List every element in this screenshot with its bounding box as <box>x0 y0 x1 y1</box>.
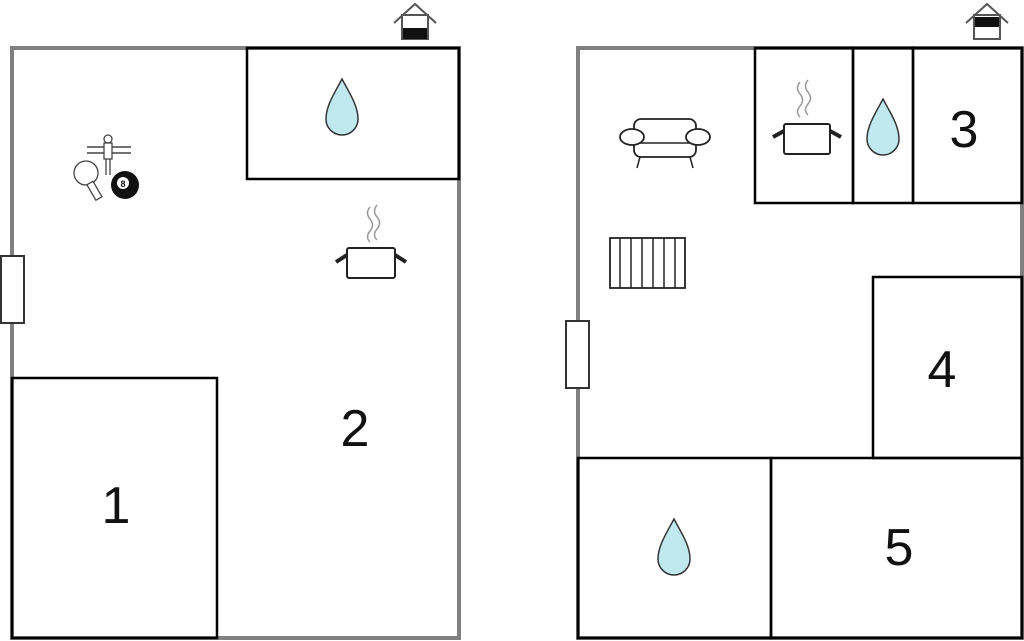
svg-text:8: 8 <box>120 179 125 189</box>
window-icon <box>0 255 25 324</box>
cooking-pot-icon <box>334 204 408 279</box>
floor-1-bathroom <box>245 46 461 181</box>
room-3-label: 3 <box>950 101 979 159</box>
room-1 <box>10 376 219 640</box>
water-drop-icon <box>866 97 900 156</box>
cooking-pot-icon <box>772 79 842 155</box>
window-icon <box>565 320 590 389</box>
water-drop-icon <box>325 77 359 136</box>
table-tennis-icon <box>73 160 103 202</box>
floor-1: 1 2 8 <box>0 2 461 640</box>
billiard-8-ball-icon: 8 <box>111 171 139 199</box>
sofa-icon <box>619 118 711 169</box>
floor-2: 3 4 <box>565 2 1024 640</box>
water-drop-icon <box>657 517 691 576</box>
room-5-label: 5 <box>885 519 914 577</box>
table-football-icon <box>87 134 131 175</box>
room-4-label: 4 <box>928 341 957 399</box>
room-2-label: 2 <box>341 400 370 458</box>
room-3 <box>911 46 1024 205</box>
room-5 <box>769 456 1024 640</box>
room-1-label: 1 <box>102 477 131 535</box>
stairs-icon <box>609 237 686 289</box>
house-level-lower-icon <box>393 2 437 40</box>
floor-1-outer-wall <box>10 46 461 640</box>
house-level-upper-icon <box>965 2 1009 40</box>
